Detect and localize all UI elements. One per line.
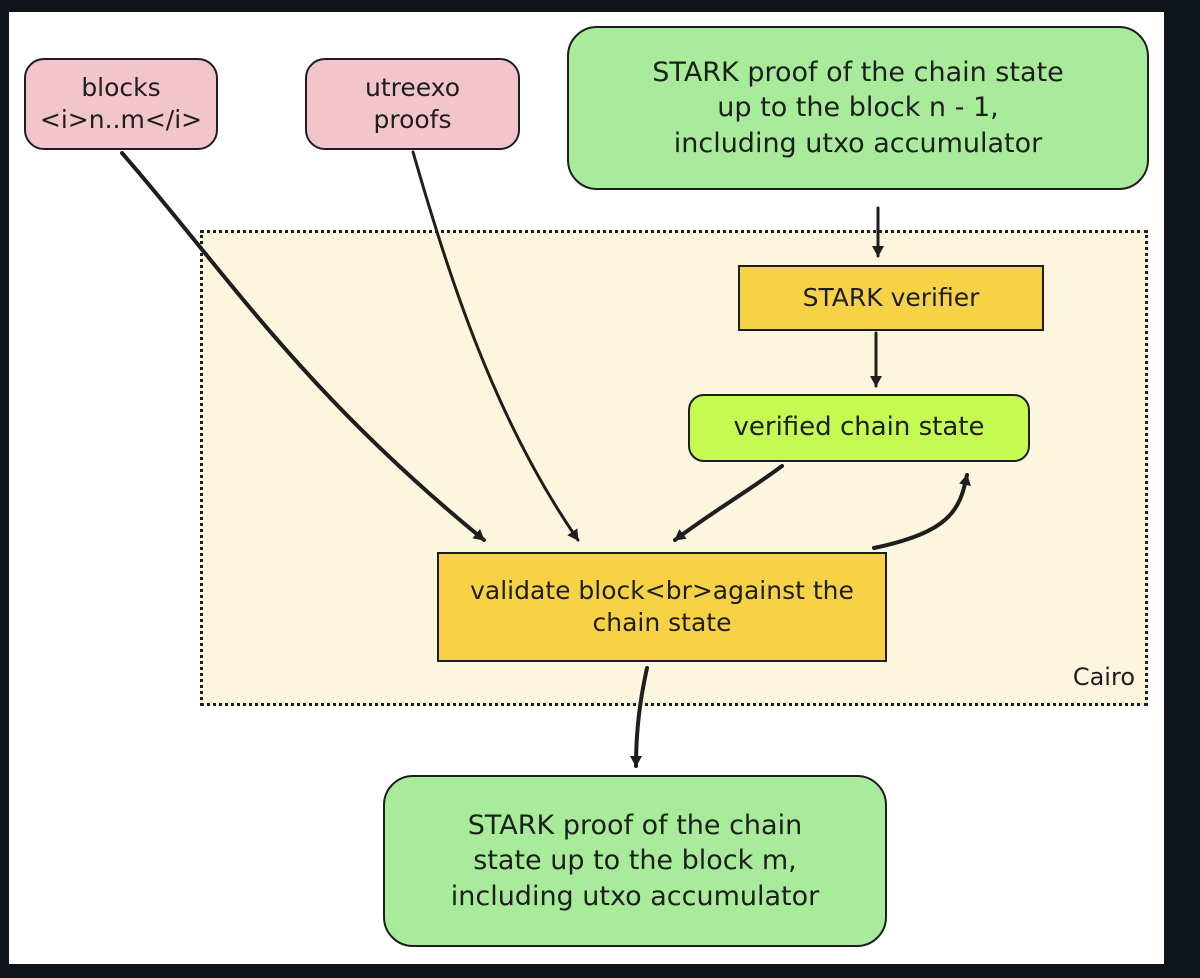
stark-proof-output-node-label: STARK proof of the chain state up to the… [450,810,820,912]
blocks-node: blocks <i>n..m</i> [24,58,218,150]
validate-block-node-label: validate block<br>against the chain stat… [470,575,854,638]
stark-proof-input-node-label: STARK proof of the chain state up to the… [652,57,1064,159]
verified-chain-state-node-label: verified chain state [733,412,985,443]
utreexo-proofs-node: utreexo proofs [305,58,520,150]
stark-proof-output-node: STARK proof of the chain state up to the… [383,775,887,947]
edge-verified-state-to-validate [673,464,784,542]
edge-validate-to-verified-state [872,473,971,550]
verified-chain-state-node: verified chain state [688,394,1030,462]
utreexo-proofs-node-label: utreexo proofs [364,72,461,135]
edge-utreexo-to-validate [411,150,580,542]
stark-proof-input-node: STARK proof of the chain state up to the… [567,26,1149,190]
stark-verifier-node: STARK verifier [738,265,1044,331]
validate-block-node: validate block<br>against the chain stat… [437,552,887,662]
edge-validate-to-stark-output [630,666,649,768]
cairo-region-label: Cairo [1072,663,1135,691]
stark-verifier-node-label: STARK verifier [802,282,980,312]
edge-blocks-to-validate [120,151,486,542]
blocks-node-label: blocks <i>n..m</i> [39,72,203,135]
